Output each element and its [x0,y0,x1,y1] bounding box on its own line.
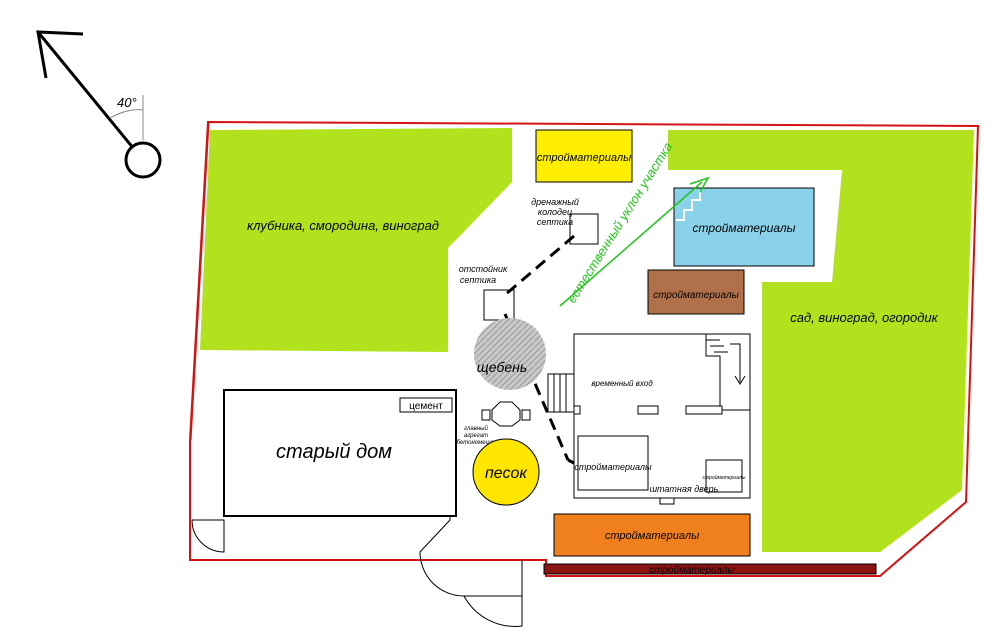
slope-arrow-line [559,181,703,307]
garden-left-area [200,128,512,352]
gate-leaf-left [419,516,465,597]
plot-boundary [189,120,980,577]
old-house-label: старый дом [276,441,392,463]
garden-right: сад, виноград, огородик [668,130,974,552]
concrete-mixer: главный агрегат (бетономешалка) [455,401,531,446]
mixer-handle-left [481,409,491,421]
gravel-hatch [474,318,546,390]
wall-piece-2 [637,405,659,415]
gate-leaf-right [463,595,523,627]
septic-tank: отстойник септика [459,264,515,321]
compass-angle-arc [109,109,144,119]
septic-tank-box [483,289,515,321]
materials-yellow-box [535,129,633,183]
old-house: цемент старый дом [191,389,457,553]
gate [419,516,523,627]
house-materials-label: стройматериалы [574,462,652,472]
septic-tank-label-1: отстойник [459,264,508,274]
mixer-label-3: (бетономешалка) [455,440,506,446]
gravel-pile: щебень [474,318,546,390]
compass: 40° [36,30,162,179]
north-arrow-shaft [36,31,145,161]
new-house: временный вход стройматериалы стройматер… [547,333,751,505]
drain-well: дренажный колодец септика [531,197,599,245]
materials-orange: стройматериалы [553,513,751,557]
slope-arrow-head [689,176,710,193]
wall-piece-3 [685,405,723,415]
materials-strip: стройматериалы [543,563,877,576]
gravel-label: щебень [477,359,527,375]
materials-brown: стройматериалы [647,269,745,315]
materials-orange-label: стройматериалы [605,530,699,542]
north-arrow-head [36,30,84,79]
mixer-label-1: главный [464,425,488,432]
garden-left: клубника, смородина, виноград [200,128,512,352]
sand-label: песок [485,465,528,482]
sand-pile: песок [472,438,540,506]
septic-tank-label-2: септика [460,275,496,285]
materials-yellow: стройматериалы [535,129,633,183]
temp-entrance-label: временный вход [591,379,653,388]
stairs-arrow-line [730,343,741,382]
pool-steps [676,190,701,221]
materials-strip-box [543,563,877,575]
main-door-label: штатная дверь [650,484,719,494]
plot-boundary-left [190,122,210,441]
materials-brown-box [647,269,745,315]
stairs-arrow-head [734,375,746,385]
garden-left-label: клубника, смородина, виноград [247,218,439,233]
stairs-outline [705,334,750,411]
materials-brown-label: стройматериалы [653,290,739,301]
materials-yellow-label: стройматериалы [537,152,631,164]
mixer-label-2: агрегат [464,433,488,439]
cement-box [399,397,453,413]
garden-right-label: сад, виноград, огородик [790,310,938,325]
house-small-materials-box [705,459,743,493]
materials-strip-label: стройматериалы [649,565,735,576]
wall-piece-1 [573,405,581,415]
materials-blue: стройматериалы [673,187,815,267]
house-small-materials-label: стройматериалы [703,474,746,481]
house-materials-box [577,435,649,491]
main-door-step [659,497,675,505]
old-house-door-swing [191,519,225,553]
mixer-body [491,401,521,427]
drain-well-label-2: колодец [538,207,572,217]
drain-well-box [569,213,599,245]
materials-orange-box [553,513,751,557]
mixer-handle-right [521,409,531,421]
pipe-segment-1 [505,234,575,296]
cement-label: цемент [409,401,443,412]
compass-circle [124,141,162,179]
drain-well-label-1: дренажный [531,197,579,207]
compass-angle-label: 40° [117,95,137,110]
materials-blue-label: стройматериалы [693,221,796,235]
drain-well-label-3: септика [537,217,573,227]
temp-entrance-steps [547,373,575,413]
sand-circle [472,438,540,506]
garden-right-area [668,130,974,552]
